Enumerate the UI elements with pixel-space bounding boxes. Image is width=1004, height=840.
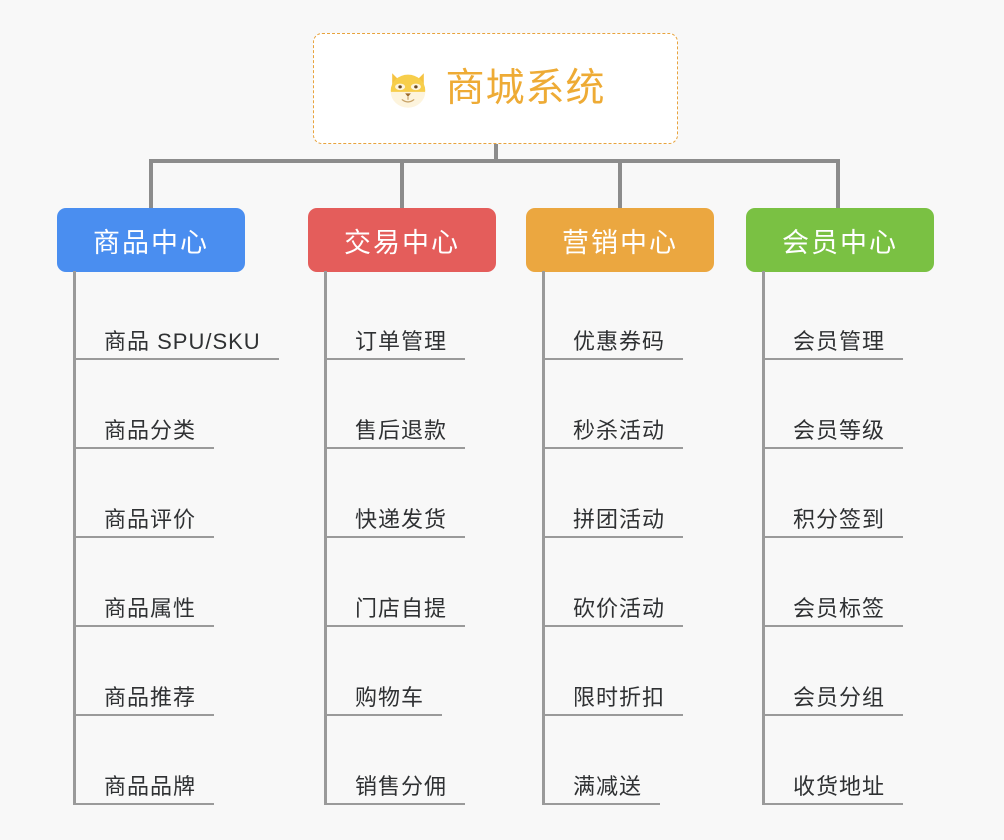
leaf-item[interactable]: 限时折扣 xyxy=(542,627,684,716)
leaf-label: 会员分组 xyxy=(793,684,886,710)
leaf-label: 砍价活动 xyxy=(573,595,666,621)
leaf-spine xyxy=(73,271,76,805)
category-header-1[interactable]: 交易中心 xyxy=(308,208,496,272)
leaf-item[interactable]: 收货地址 xyxy=(762,716,904,805)
leaf-item[interactable]: 秒杀活动 xyxy=(542,360,684,449)
leaf-label: 商品分类 xyxy=(104,417,197,443)
shiba-dog-icon xyxy=(391,72,426,108)
connector-drop-3 xyxy=(618,159,622,209)
root-title: 商城系统 xyxy=(445,67,606,110)
leaf-item[interactable]: 积分签到 xyxy=(762,449,904,538)
leaf-label: 商品评价 xyxy=(104,506,197,532)
leaf-label: 优惠券码 xyxy=(573,328,666,354)
category-label: 营销中心 xyxy=(562,227,678,258)
leaf-item[interactable]: 商品 SPU/SKU xyxy=(73,271,279,360)
leaf-label: 门店自提 xyxy=(355,595,448,621)
connector-drop-4 xyxy=(836,159,840,209)
leaf-item[interactable]: 商品属性 xyxy=(73,538,215,627)
leaf-item[interactable]: 满减送 xyxy=(542,716,661,805)
category-header-0[interactable]: 商品中心 xyxy=(57,208,245,272)
leaf-item[interactable]: 快递发货 xyxy=(324,449,466,538)
leaf-label: 商品品牌 xyxy=(104,773,197,799)
category-label: 会员中心 xyxy=(782,227,898,258)
root-node-shop-system[interactable]: 商城系统 xyxy=(313,33,678,144)
leaf-label: 商品属性 xyxy=(104,595,197,621)
leaf-label: 限时折扣 xyxy=(573,684,666,710)
category-label: 商品中心 xyxy=(93,227,209,258)
connector-drop-1 xyxy=(149,159,153,209)
leaf-label: 销售分佣 xyxy=(355,773,448,799)
leaf-item[interactable]: 购物车 xyxy=(324,627,443,716)
leaf-item[interactable]: 砍价活动 xyxy=(542,538,684,627)
leaf-label: 商品推荐 xyxy=(104,684,197,710)
category-label: 交易中心 xyxy=(344,227,460,258)
leaf-item[interactable]: 会员标签 xyxy=(762,538,904,627)
leaf-item[interactable]: 售后退款 xyxy=(324,360,466,449)
connector-horizontal-bus xyxy=(149,159,840,163)
leaf-spine xyxy=(542,271,545,805)
leaf-label: 满减送 xyxy=(573,773,643,799)
leaf-item[interactable]: 商品品牌 xyxy=(73,716,215,805)
leaf-item[interactable]: 拼团活动 xyxy=(542,449,684,538)
connector-root-stem xyxy=(494,144,498,162)
leaf-label: 积分签到 xyxy=(793,506,886,532)
leaf-label: 购物车 xyxy=(355,684,425,710)
leaf-item[interactable]: 商品评价 xyxy=(73,449,215,538)
leaf-item[interactable]: 会员管理 xyxy=(762,271,904,360)
connector-drop-2 xyxy=(400,159,404,209)
leaf-label: 快递发货 xyxy=(355,506,448,532)
leaf-spine xyxy=(324,271,327,805)
leaf-label: 订单管理 xyxy=(355,328,448,354)
leaf-item[interactable]: 优惠券码 xyxy=(542,271,684,360)
leaf-label: 售后退款 xyxy=(355,417,448,443)
leaf-item[interactable]: 订单管理 xyxy=(324,271,466,360)
leaf-label: 收货地址 xyxy=(793,773,886,799)
category-header-3[interactable]: 会员中心 xyxy=(746,208,934,272)
leaf-label: 拼团活动 xyxy=(573,506,666,532)
leaf-item[interactable]: 商品分类 xyxy=(73,360,215,449)
leaf-item[interactable]: 会员分组 xyxy=(762,627,904,716)
leaf-spine xyxy=(762,271,765,805)
leaf-item[interactable]: 门店自提 xyxy=(324,538,466,627)
leaf-label: 会员标签 xyxy=(793,595,886,621)
leaf-item[interactable]: 销售分佣 xyxy=(324,716,466,805)
leaf-item[interactable]: 商品推荐 xyxy=(73,627,215,716)
leaf-label: 会员等级 xyxy=(793,417,886,443)
leaf-item[interactable]: 会员等级 xyxy=(762,360,904,449)
category-header-2[interactable]: 营销中心 xyxy=(526,208,714,272)
leaf-label: 商品 SPU/SKU xyxy=(104,328,261,354)
leaf-label: 秒杀活动 xyxy=(573,417,666,443)
leaf-label: 会员管理 xyxy=(793,328,886,354)
